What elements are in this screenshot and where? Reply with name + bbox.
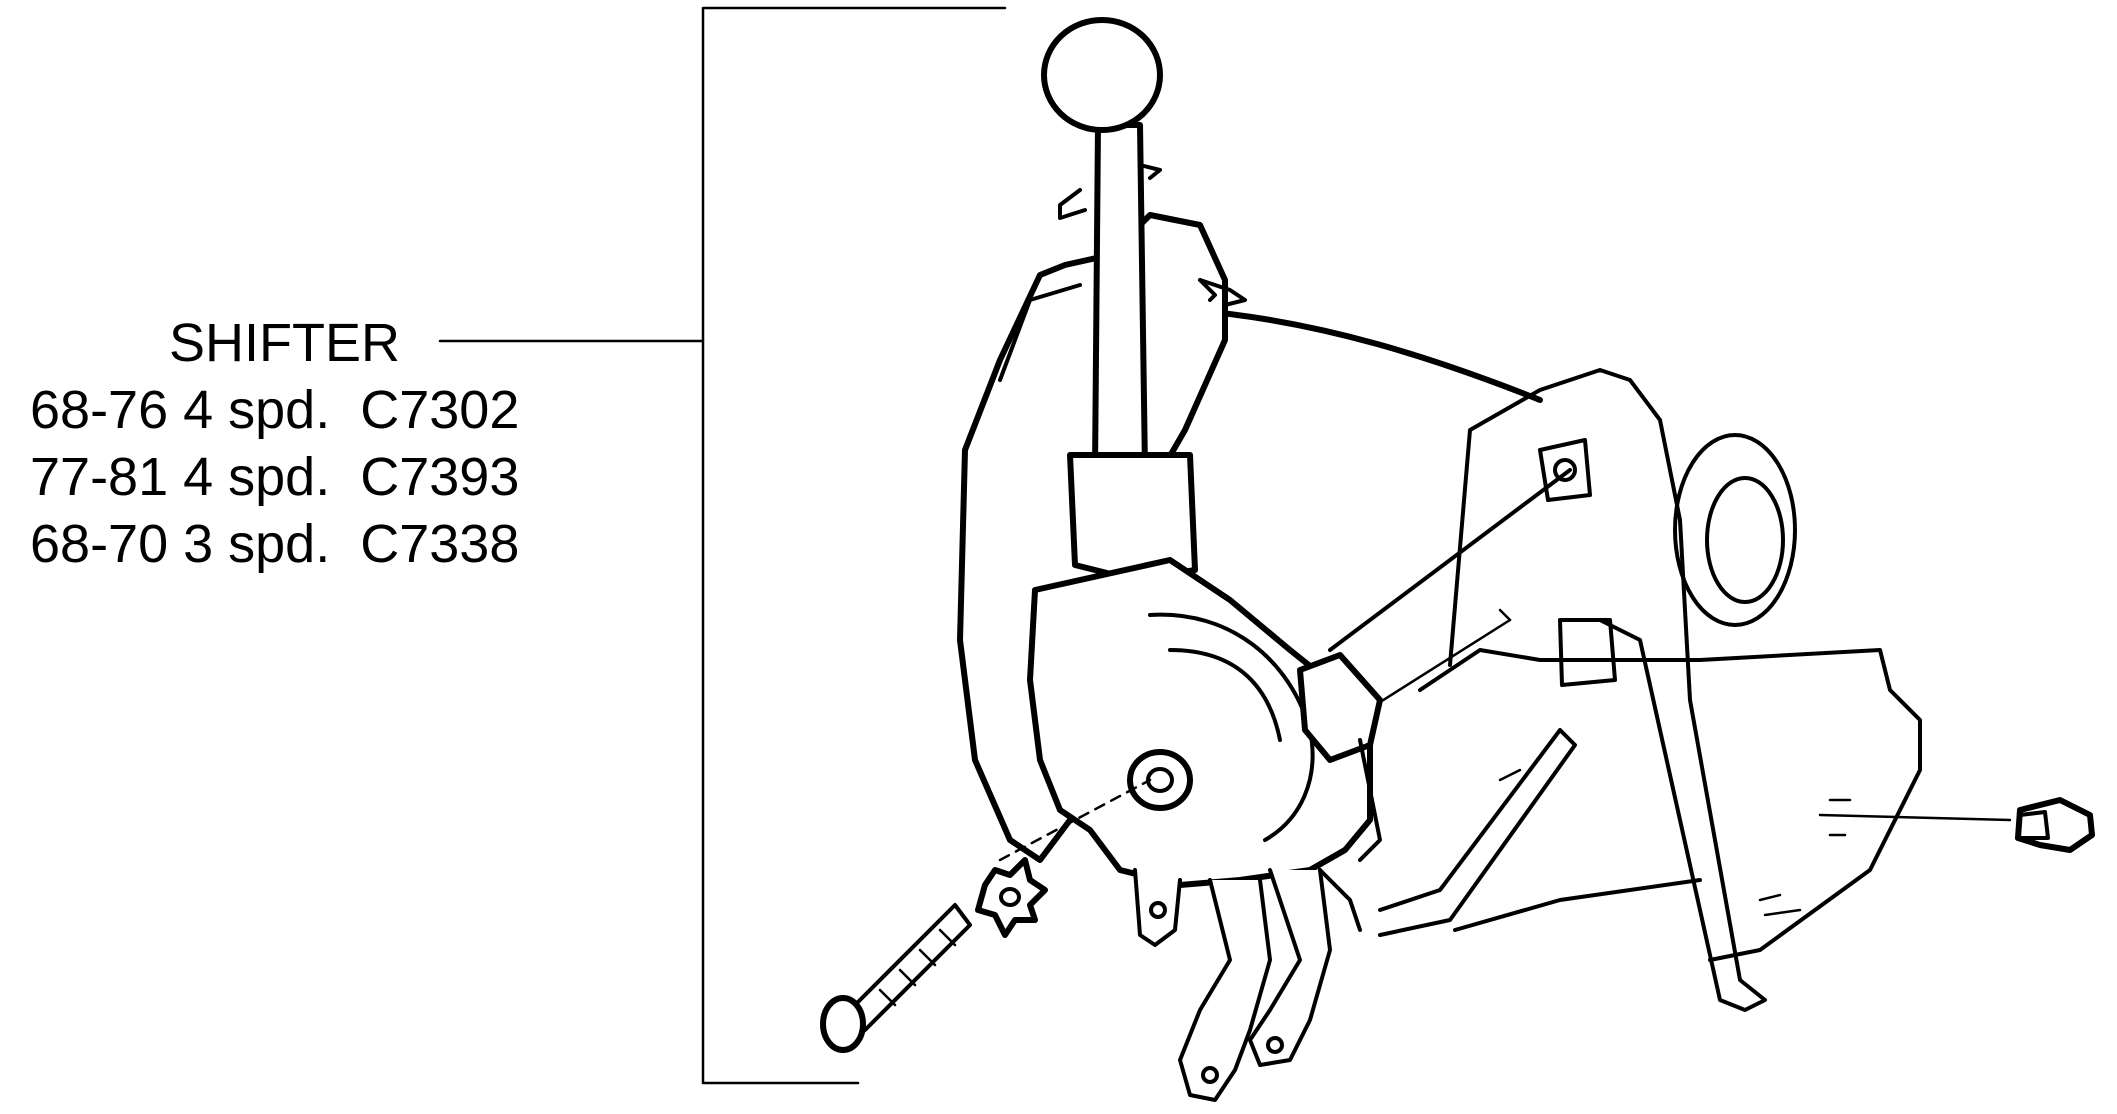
shift-knob (1041, 17, 1163, 133)
shifter-callout: SHIFTER 68-76 4 spd. C7302 77-81 4 spd. … (30, 310, 519, 578)
callout-title: SHIFTER (169, 313, 401, 373)
mounting-bolt-left (820, 778, 1152, 1053)
part-line-3: 68-70 3 spd. C7338 (30, 514, 520, 574)
part-line-1: 68-76 4 spd. C7302 (30, 380, 520, 440)
grouping-bracket (438, 6, 1007, 1085)
shift-lever (1041, 17, 1198, 583)
part-line-2: 77-81 4 spd. C7393 (30, 447, 520, 507)
mounting-plate (1378, 368, 1922, 1012)
mounting-bolt-right (1758, 797, 2095, 917)
pivot-bushing (1127, 749, 1193, 811)
shifter-body (1027, 557, 1383, 888)
shift-arms (1133, 868, 1362, 1102)
